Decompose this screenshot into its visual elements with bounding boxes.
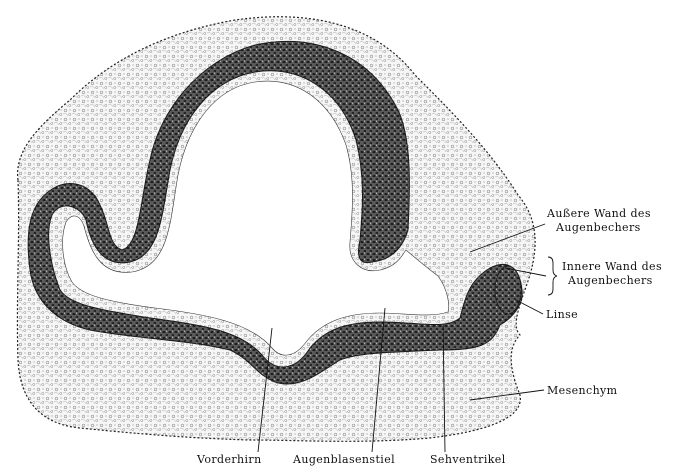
label-inner-wall-2: Augenbechers	[567, 274, 653, 287]
label-inner-wall-1: Innere Wand des	[562, 260, 662, 273]
label-forebrain: Vorderhirn	[196, 453, 262, 466]
label-mesenchyme: Mesenchym	[547, 384, 618, 397]
inner-wall-brace	[548, 257, 557, 295]
label-outer-wall-2: Augenbechers	[555, 221, 641, 234]
label-lens: Linse	[546, 308, 578, 321]
label-outer-wall-1: Außere Wand des	[546, 207, 651, 220]
label-optic-ventricle: Sehventrikel	[430, 453, 506, 466]
lens	[495, 266, 521, 314]
leader-lens	[516, 300, 543, 314]
label-optic-stalk: Augenblasenstiel	[292, 453, 395, 466]
